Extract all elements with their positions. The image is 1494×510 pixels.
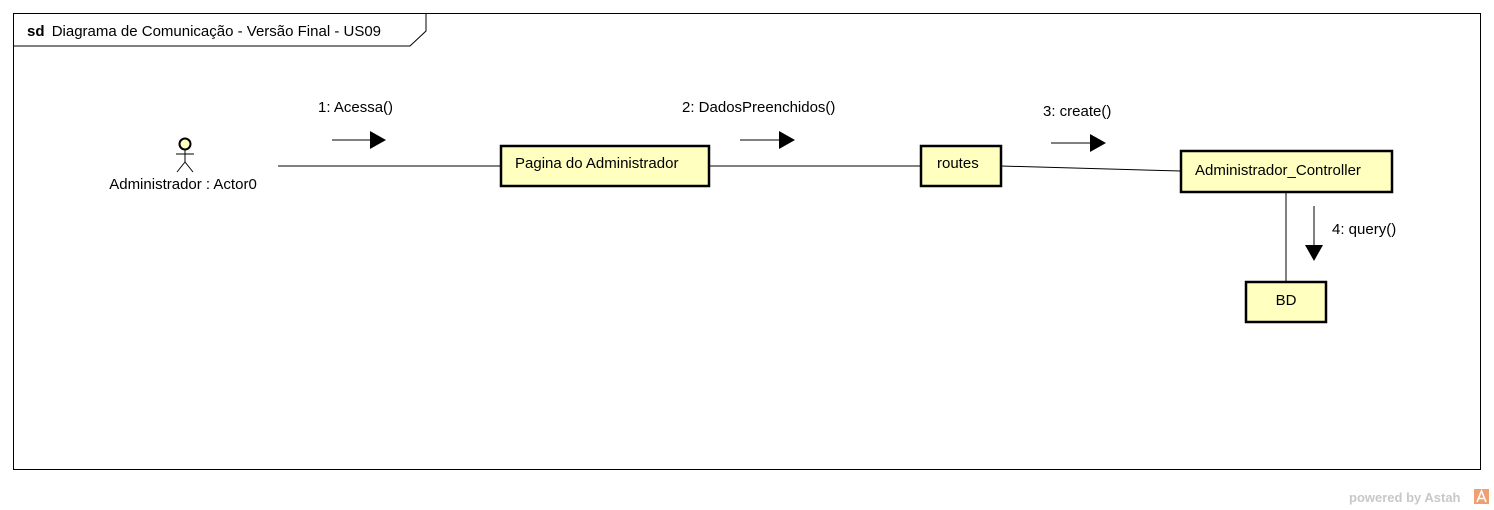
frame-title-tab: [13, 13, 427, 47]
astah-logo-icon: [1474, 488, 1489, 504]
object-label: routes: [937, 155, 979, 172]
frame-title-text: Diagrama de Comunicação - Versão Final -…: [52, 23, 381, 40]
link-routes-controller: [1000, 165, 1182, 172]
object-bd[interactable]: BD: [1244, 280, 1328, 324]
frame-title: sd Diagrama de Comunicação - Versão Fina…: [27, 23, 381, 40]
message-label: 1: Acessa(): [318, 99, 393, 116]
object-label: Administrador_Controller: [1195, 162, 1361, 179]
object-label: Pagina do Administrador: [515, 155, 678, 172]
object-pagina-do-administrador[interactable]: Pagina do Administrador: [499, 144, 711, 188]
message-arrow-right-icon: [332, 131, 386, 149]
message-arrow-right-icon: [1051, 134, 1106, 152]
diagram-frame: [13, 13, 1481, 470]
frame-keyword: sd: [27, 23, 45, 40]
message-arrow-right-icon: [740, 131, 795, 149]
powered-by-text: powered by Astah: [1349, 490, 1461, 505]
actor-label: Administrador : Actor0: [109, 176, 257, 193]
actor-stick-figure-icon[interactable]: [176, 137, 194, 173]
object-administrador-controller[interactable]: Administrador_Controller: [1179, 149, 1394, 194]
message-label: 2: DadosPreenchidos(): [682, 99, 835, 116]
message-label: 4: query(): [1332, 221, 1396, 238]
object-routes[interactable]: routes: [919, 144, 1003, 188]
message-label: 3: create(): [1043, 103, 1111, 120]
object-label: BD: [1276, 292, 1297, 309]
message-arrow-down-icon: [1305, 206, 1323, 261]
